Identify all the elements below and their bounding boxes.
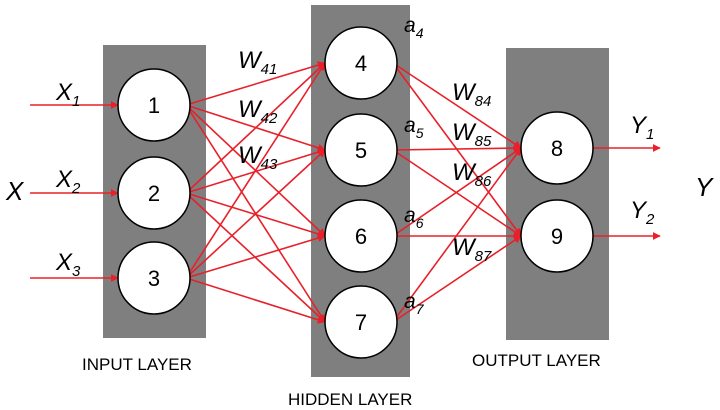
- connections: [30, 61, 661, 324]
- input-layer-caption: INPUT LAYER: [82, 355, 192, 374]
- output-layer-box: [506, 48, 609, 340]
- nodes: 1 2 3 4 5 6 7 8 9: [117, 26, 594, 359]
- output-node-8: [520, 111, 594, 185]
- output-layer-caption: OUTPUT LAYER: [472, 351, 601, 370]
- edge-2-4: [185, 62, 326, 194]
- edge-3-5: [185, 149, 326, 279]
- input-node-label-1: 1: [148, 93, 160, 118]
- output-node-9: [520, 199, 594, 273]
- edge-4-8: [392, 62, 522, 149]
- activation-label-a6: a6: [404, 204, 424, 231]
- activation-label-a4: a4: [404, 14, 424, 41]
- input-node-3: [117, 241, 191, 315]
- weight-label-w84: W84: [452, 79, 491, 110]
- input-label-2: X2: [55, 166, 81, 197]
- edge-3-4: [185, 62, 326, 279]
- activation-label-a5: a5: [404, 114, 424, 141]
- hidden-layer-caption: HIDDEN LAYER: [288, 390, 412, 409]
- edge-3-6: [185, 234, 326, 279]
- output-group-label: Y: [695, 172, 714, 202]
- input-label-1: X1: [55, 79, 80, 110]
- hidden-node-label-5: 5: [355, 138, 367, 163]
- weight-label-w86: W86: [452, 159, 492, 190]
- hidden-node-4: [324, 26, 398, 100]
- weight-label-w42: W42: [238, 96, 278, 127]
- hidden-node-5: [324, 113, 398, 187]
- edge-5-9: [392, 149, 522, 237]
- hidden-node-7: [324, 285, 398, 359]
- input-node-label-3: 3: [148, 266, 160, 291]
- edge-7-9: [392, 235, 522, 323]
- edge-1-4: [185, 61, 326, 106]
- output-node-label-9: 9: [551, 224, 563, 249]
- output-node-label-8: 8: [551, 136, 563, 161]
- edge-6-8: [392, 147, 522, 237]
- edge-5-8: [392, 144, 522, 153]
- weight-label-w85: W85: [452, 119, 492, 150]
- edge-7-8: [392, 147, 522, 323]
- input-node-1: [117, 68, 191, 142]
- weight-label-w43: W43: [238, 142, 278, 173]
- input-label-3: X3: [55, 249, 81, 280]
- weight-label-w41: W41: [238, 47, 277, 78]
- hidden-node-label-6: 6: [355, 224, 367, 249]
- output-label-1: Y1: [630, 112, 654, 143]
- input-node-2: [117, 156, 191, 230]
- weight-label-w87: W87: [452, 234, 492, 265]
- hidden-node-label-4: 4: [355, 51, 367, 76]
- output-label-2: Y2: [630, 197, 655, 228]
- input-group-label: X: [5, 176, 25, 206]
- activation-label-a7: a7: [404, 290, 425, 317]
- edge-3-7: [185, 277, 326, 324]
- hidden-node-label-7: 7: [355, 310, 367, 335]
- hidden-node-6: [324, 199, 398, 273]
- input-node-label-2: 2: [148, 181, 160, 206]
